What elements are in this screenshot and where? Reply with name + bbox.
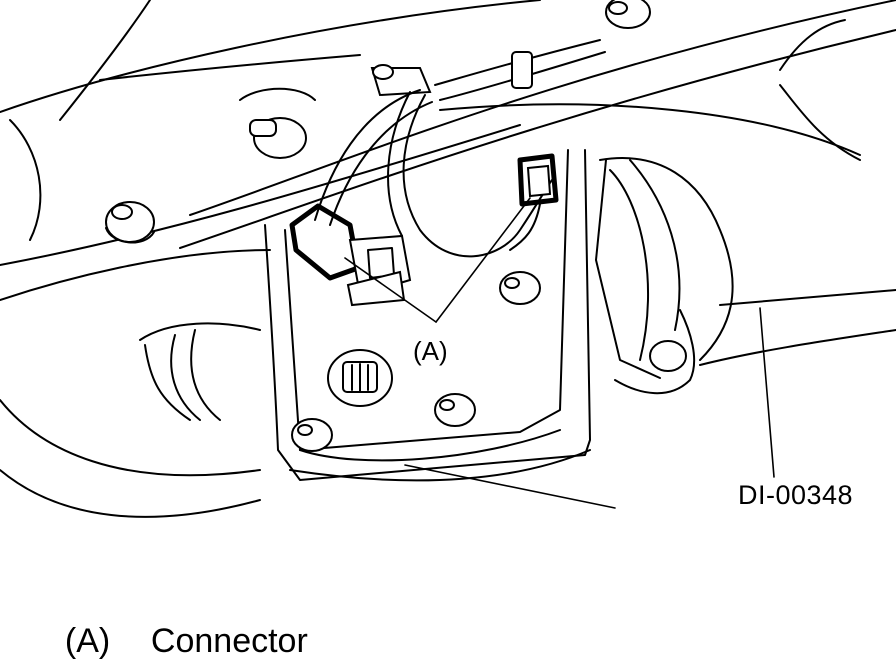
technical-illustration	[0, 0, 896, 518]
connector-plug	[509, 153, 559, 251]
bolt-head	[649, 340, 687, 372]
bolt-head	[291, 418, 333, 452]
bolt-head	[605, 0, 651, 29]
figure-id: DI-00348	[738, 480, 854, 510]
shaft-plug	[327, 349, 393, 407]
diff-body	[0, 249, 271, 518]
bolt-head	[434, 393, 476, 427]
callout-label: (A)	[413, 336, 448, 366]
wire-harness	[314, 39, 606, 258]
legend-key: (A)	[64, 622, 111, 660]
connector-plug	[289, 203, 412, 307]
cross-beam	[179, 0, 896, 249]
leader-line	[344, 197, 775, 509]
bolt-head	[239, 87, 316, 159]
shaft-housing	[595, 157, 896, 395]
legend-label: Connector	[150, 622, 308, 660]
mount-bracket	[264, 149, 591, 482]
bolt-head	[105, 201, 155, 244]
bolt-head	[499, 271, 541, 305]
bolt-head	[370, 64, 432, 97]
frame-member	[0, 0, 541, 266]
legend: (A) Connector	[46, 583, 308, 661]
